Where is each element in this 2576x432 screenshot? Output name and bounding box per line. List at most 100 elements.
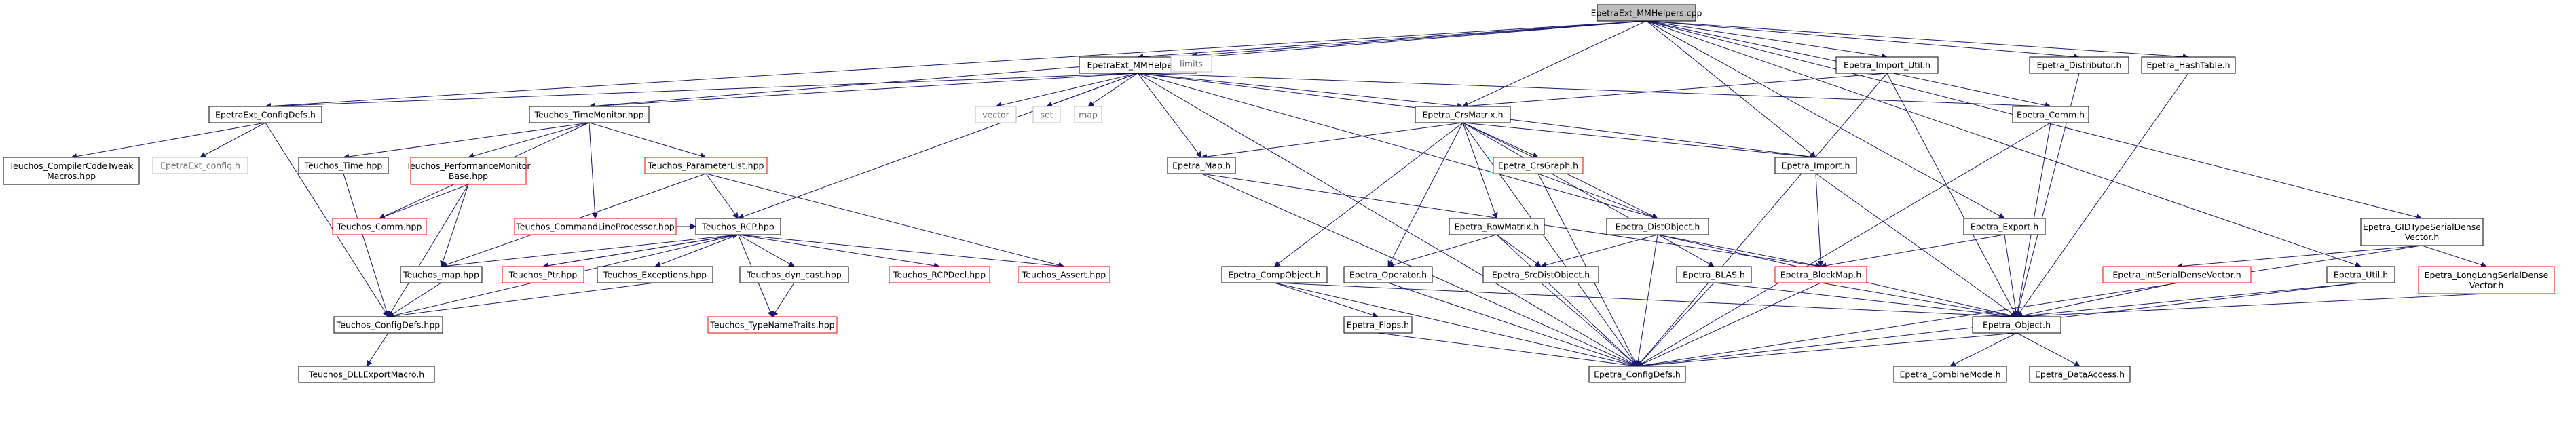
node-epetra-blockmap-h[interactable]: Epetra_BlockMap.h bbox=[1774, 266, 1867, 283]
node-box bbox=[333, 316, 443, 334]
node-epetra-compobject-h[interactable]: Epetra_CompObject.h bbox=[1221, 266, 1328, 283]
node-teuchos-exceptions-hpp[interactable]: Teuchos_Exceptions.hpp bbox=[597, 266, 713, 283]
edges-layer bbox=[71, 20, 2487, 369]
node-box bbox=[1493, 157, 1584, 174]
node-teuchos-typenametraits-hpp[interactable]: Teuchos_TypeNameTraits.hpp bbox=[707, 316, 838, 334]
node-teuchos-dyn-cast-hpp[interactable]: Teuchos_dyn_cast.hpp bbox=[739, 266, 849, 283]
node-teuchos-time-hpp[interactable]: Teuchos_Time.hpp bbox=[298, 157, 389, 174]
node-box bbox=[1221, 266, 1328, 283]
node-label: Teuchos_RCP.hpp bbox=[701, 222, 774, 232]
node-label: Epetra_Operator.h bbox=[1349, 270, 1427, 280]
node-label: Epetra_Map.h bbox=[1172, 161, 1231, 171]
node-box bbox=[1774, 266, 1867, 283]
edge-cfgd-to-extcfg bbox=[200, 122, 266, 158]
node-box bbox=[2029, 56, 2129, 74]
node-epetra-comm-h[interactable]: Epetra_Comm.h bbox=[2012, 106, 2089, 123]
node-teuchos-rcp-hpp[interactable]: Teuchos_RCP.hpp bbox=[695, 218, 781, 235]
node-box bbox=[1449, 218, 1545, 235]
edge-root-to-cfgd bbox=[265, 20, 1647, 109]
node-box bbox=[975, 106, 1017, 123]
edge-tmon-to-perf bbox=[468, 122, 590, 159]
node-label: Teuchos_CompilerCodeTweak bbox=[9, 161, 134, 171]
node-epetra-crsgraph-h[interactable]: Epetra_CrsGraph.h bbox=[1493, 157, 1584, 174]
edge-dist-to-srcd bbox=[1540, 234, 1658, 269]
node-epetra-combinemode-h[interactable]: Epetra_CombineMode.h bbox=[1893, 366, 2007, 383]
node-box bbox=[152, 157, 248, 174]
node-epetra-flops-h[interactable]: Epetra_Flops.h bbox=[1343, 316, 1413, 334]
node-label: Epetra_IntSerialDenseVector.h bbox=[2112, 270, 2241, 280]
node-box bbox=[1588, 366, 1686, 383]
edge-perf-to-tcfg bbox=[388, 184, 469, 317]
node-epetra-object-h[interactable]: Epetra_Object.h bbox=[1972, 316, 2061, 334]
node-epetra-import-h[interactable]: Epetra_Import.h bbox=[1774, 157, 1857, 174]
edge-srcd-to-ecfg bbox=[1540, 282, 1638, 367]
node-box bbox=[739, 266, 849, 283]
edge-rcp-to-rcpd bbox=[738, 234, 940, 269]
edge-mmh-to-dist bbox=[1137, 73, 1658, 220]
node-box bbox=[597, 266, 713, 283]
node-teuchos-dllexportmacro-h[interactable]: Teuchos_DLLExportMacro.h bbox=[298, 366, 435, 383]
node-teuchos-map-hpp[interactable]: Teuchos_map.hpp bbox=[400, 266, 483, 283]
node-epetra-map-h[interactable]: Epetra_Map.h bbox=[1167, 157, 1236, 174]
edge-ttime-to-tcfg bbox=[343, 173, 390, 317]
edge-rcp-to-texc bbox=[654, 234, 739, 268]
node-teuchos-parameterlist-hpp[interactable]: Teuchos_ParameterList.hpp bbox=[644, 157, 768, 174]
node-epetraext-configdefs-h[interactable]: EpetraExt_ConfigDefs.h bbox=[208, 106, 322, 123]
edge-mmh-to-comm bbox=[1137, 73, 2051, 110]
node-epetra-util-h[interactable]: Epetra_Util.h bbox=[2326, 266, 2395, 283]
edge-mmh-to-crsm bbox=[1137, 73, 1463, 109]
edge-crsm-to-imp bbox=[1462, 122, 1816, 160]
node-teuchos-comm-hpp[interactable]: Teuchos_Comm.hpp bbox=[332, 218, 427, 235]
node-epetra-distributor-h[interactable]: Epetra_Distributor.h bbox=[2029, 56, 2129, 74]
node-label: Epetra_CombineMode.h bbox=[1900, 370, 2001, 380]
edge-root-to-mmh bbox=[1137, 20, 1647, 60]
edge-comm-to-ecfg bbox=[1637, 122, 2051, 367]
node-epetra-rowmatrix-h[interactable]: Epetra_RowMatrix.h bbox=[1449, 218, 1545, 235]
node-epetra-operator-h[interactable]: Epetra_Operator.h bbox=[1343, 266, 1433, 283]
edge-mmh-to-ecfg bbox=[1137, 73, 1638, 367]
node-box bbox=[1415, 106, 1511, 123]
node-box bbox=[400, 266, 483, 283]
node-epetra-export-h[interactable]: Epetra_Export.h bbox=[1963, 218, 2046, 235]
node-box bbox=[298, 157, 389, 174]
edge-texc-to-tcfg bbox=[388, 282, 656, 319]
node-epetra-import-util-h[interactable]: Epetra_Import_Util.h bbox=[1835, 56, 1939, 74]
node-box bbox=[695, 218, 781, 235]
node-epetra-srcdistobject-h[interactable]: Epetra_SrcDistObject.h bbox=[1482, 266, 1599, 283]
edge-perf-to-tmapp bbox=[440, 184, 469, 267]
edge-rcp-to-dyn bbox=[738, 234, 795, 267]
node-epetra-hashtable-h[interactable]: Epetra_HashTable.h bbox=[2141, 56, 2236, 74]
edge-crsm-to-op bbox=[1387, 122, 1463, 267]
node-epetra-dataaccess-h[interactable]: Epetra_DataAccess.h bbox=[2029, 366, 2131, 383]
edge-root-to-exp bbox=[1646, 20, 2005, 219]
edge-flops-to-ecfg bbox=[1377, 332, 1638, 369]
edge-bmap-to-obj bbox=[1821, 282, 2017, 319]
node-label: Teuchos_Assert.hpp bbox=[1022, 270, 1106, 280]
node-box bbox=[410, 157, 527, 185]
node-label: Teuchos_map.hpp bbox=[403, 270, 479, 280]
edge-gid-to-ecfg bbox=[1637, 245, 2423, 369]
edge-rowm-to-srcd bbox=[1496, 234, 1542, 267]
node-teuchos-ptr-hpp[interactable]: Teuchos_Ptr.hpp bbox=[502, 266, 584, 283]
edge-op-to-ecfg bbox=[1387, 282, 1638, 368]
node-label: Teuchos_DLLExportMacro.h bbox=[308, 370, 424, 380]
node-teuchos-assert-hpp[interactable]: Teuchos_Assert.hpp bbox=[1018, 266, 1110, 283]
node-box bbox=[2326, 266, 2395, 283]
node-epetra-intserialdensevector-h[interactable]: Epetra_IntSerialDenseVector.h bbox=[2102, 266, 2252, 283]
node-box bbox=[889, 266, 990, 283]
node-epetra-crsmatrix-h[interactable]: Epetra_CrsMatrix.h bbox=[1415, 106, 1511, 123]
node-epetra-distobject-h[interactable]: Epetra_DistObject.h bbox=[1606, 218, 1709, 235]
node-epetra-configdefs-h[interactable]: Epetra_ConfigDefs.h bbox=[1588, 366, 1686, 383]
node-teuchos-commandlineprocessor-hpp[interactable]: Teuchos_CommandLineProcessor.hpp bbox=[514, 218, 677, 235]
node-teuchos-timemonitor-hpp[interactable]: Teuchos_TimeMonitor.hpp bbox=[529, 106, 650, 123]
node-epetra-blas-h[interactable]: Epetra_BLAS.h bbox=[1676, 266, 1752, 283]
node-teuchos-configdefs-hpp[interactable]: Teuchos_ConfigDefs.hpp bbox=[333, 316, 443, 334]
node-epetraext-mmhelpers-cpp[interactable]: EpetraExt_MMHelpers.cpp bbox=[1591, 4, 1702, 22]
node-label: Teuchos_Ptr.hpp bbox=[508, 270, 578, 280]
node-box bbox=[1018, 266, 1110, 283]
node-teuchos-rcpdecl-hpp[interactable]: Teuchos_RCPDecl.hpp bbox=[889, 266, 990, 283]
